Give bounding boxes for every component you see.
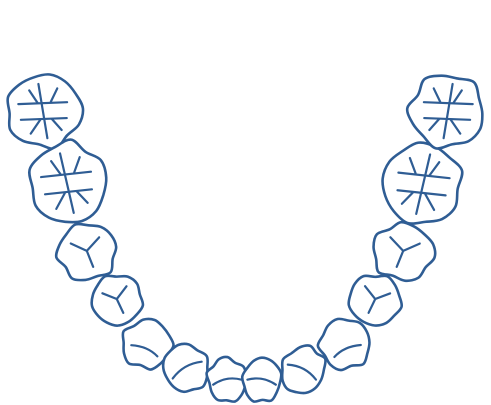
tooth-groove-premolar-1-right-1	[115, 297, 125, 314]
teeth-group	[6, 72, 486, 405]
tooth-outline-molar-2-left	[405, 74, 484, 150]
tooth-groove-molar-1-left-0	[415, 153, 432, 215]
tooth-groove-molar-1-right-0	[58, 152, 75, 214]
tooth-groove-molar-2-left-3	[452, 89, 463, 104]
tooth-lateral-incisor-left[interactable]	[272, 338, 333, 402]
tooth-groove-molar-2-left-2	[423, 116, 472, 121]
tooth-canine-left[interactable]	[312, 311, 378, 378]
tooth-groove-molar-1-left-1	[397, 171, 451, 180]
tooth-groove-molar-2-right-5	[29, 118, 42, 135]
tooth-lateral-incisor-right[interactable]	[155, 335, 219, 400]
tooth-groove-molar-2-left-1	[422, 101, 474, 106]
tooth-groove-molar-2-right-1	[17, 101, 69, 106]
tooth-groove-premolar-2-left-1	[395, 249, 405, 268]
tooth-molar-2-right[interactable]	[6, 72, 86, 152]
tooth-groove-molar-1-right-1	[39, 170, 93, 179]
tooth-groove-central-incisor-left-0	[246, 377, 277, 386]
tooth-premolar-1-left[interactable]	[344, 269, 407, 331]
tooth-groove-lateral-incisor-left-0	[286, 363, 318, 381]
tooth-outline-molar-2-right	[6, 73, 85, 151]
tooth-groove-molar-1-left-5	[424, 193, 436, 212]
tooth-groove-molar-2-right-2	[19, 116, 68, 121]
tooth-groove-molar-1-right-5	[55, 192, 66, 210]
tooth-groove-molar-2-left-4	[432, 87, 442, 103]
tooth-groove-molar-1-left-4	[408, 156, 417, 175]
tooth-premolar-2-left[interactable]	[368, 218, 439, 285]
tooth-molar-1-left[interactable]	[377, 138, 466, 230]
tooth-outline-molar-1-left	[381, 141, 464, 225]
tooth-groove-molar-2-right-6	[50, 118, 63, 132]
tooth-groove-molar-1-right-2	[43, 188, 94, 196]
tooth-groove-molar-2-left-6	[428, 118, 441, 132]
tooth-groove-molar-2-right-3	[28, 89, 39, 104]
tooth-premolar-2-right[interactable]	[51, 218, 121, 284]
tooth-groove-canine-right-0	[130, 344, 159, 358]
tooth-groove-molar-1-left-3	[428, 161, 441, 177]
tooth-groove-molar-2-right-4	[49, 87, 59, 103]
tooth-groove-molar-2-right-0	[37, 82, 49, 140]
tooth-groove-molar-2-left-5	[449, 118, 462, 135]
tooth-groove-molar-1-right-4	[73, 156, 81, 174]
tooth-outline-molar-1-right	[27, 138, 108, 224]
tooth-central-incisor-left[interactable]	[238, 355, 284, 405]
tooth-groove-molar-1-left-6	[400, 191, 415, 205]
tooth-groove-premolar-1-left-1	[367, 297, 377, 314]
tooth-groove-molar-1-right-6	[75, 190, 89, 204]
tooth-groove-molar-2-left-0	[442, 82, 454, 140]
tooth-groove-molar-1-left-2	[396, 189, 447, 197]
tooth-groove-premolar-2-right-1	[85, 249, 95, 268]
tooth-groove-molar-1-right-3	[50, 160, 62, 176]
tooth-groove-canine-left-0	[333, 343, 362, 359]
tooth-groove-central-incisor-right-0	[212, 377, 243, 386]
tooth-premolar-1-right[interactable]	[86, 269, 147, 331]
tooth-canine-right[interactable]	[115, 312, 180, 377]
tooth-groove-lateral-incisor-right-0	[171, 360, 203, 380]
tooth-central-incisor-right[interactable]	[204, 354, 250, 405]
tooth-outline-canine-left	[316, 317, 371, 372]
tooth-molar-1-right[interactable]	[25, 135, 112, 227]
tooth-molar-2-left[interactable]	[405, 73, 486, 151]
